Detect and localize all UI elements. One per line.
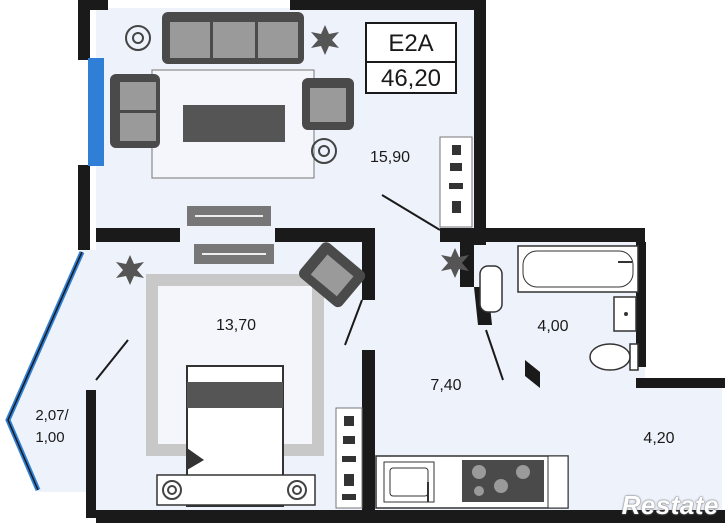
shoe-rack-bedroom bbox=[335, 407, 363, 509]
watermark-logo: Restate bbox=[621, 490, 719, 520]
plant-icon bbox=[116, 25, 469, 285]
armchair-right bbox=[302, 78, 354, 130]
lamp-icon bbox=[125, 25, 337, 164]
walls bbox=[78, 0, 725, 523]
bathtub bbox=[517, 245, 639, 293]
toilet bbox=[589, 343, 639, 371]
kitchen-counter bbox=[375, 455, 569, 509]
apartment-total-area: 46,20 bbox=[367, 61, 455, 94]
apartment-badge: E2A 46,20 bbox=[365, 22, 457, 94]
balcony-area-line1: 2,07/ bbox=[35, 407, 69, 424]
bedroom-armchair bbox=[298, 242, 366, 308]
windows bbox=[5, 58, 104, 491]
shoe-rack-living bbox=[439, 136, 473, 228]
armchair-left bbox=[110, 74, 160, 148]
balcony-area-line2: 1,00 bbox=[35, 429, 64, 446]
bathroom-area: 4,00 bbox=[537, 318, 568, 335]
kitchen-area: 4,20 bbox=[643, 430, 674, 447]
bedroom-area: 13,70 bbox=[216, 317, 256, 334]
coffee-table bbox=[183, 105, 285, 142]
sofa-top bbox=[162, 12, 304, 64]
living-room-area: 15,90 bbox=[370, 149, 410, 166]
door-lines bbox=[95, 194, 504, 381]
washing-machine bbox=[479, 265, 503, 313]
window-living bbox=[88, 58, 104, 166]
apartment-code: E2A bbox=[388, 30, 434, 57]
sink-bath bbox=[613, 296, 637, 332]
hallway-area: 7,40 bbox=[430, 377, 461, 394]
